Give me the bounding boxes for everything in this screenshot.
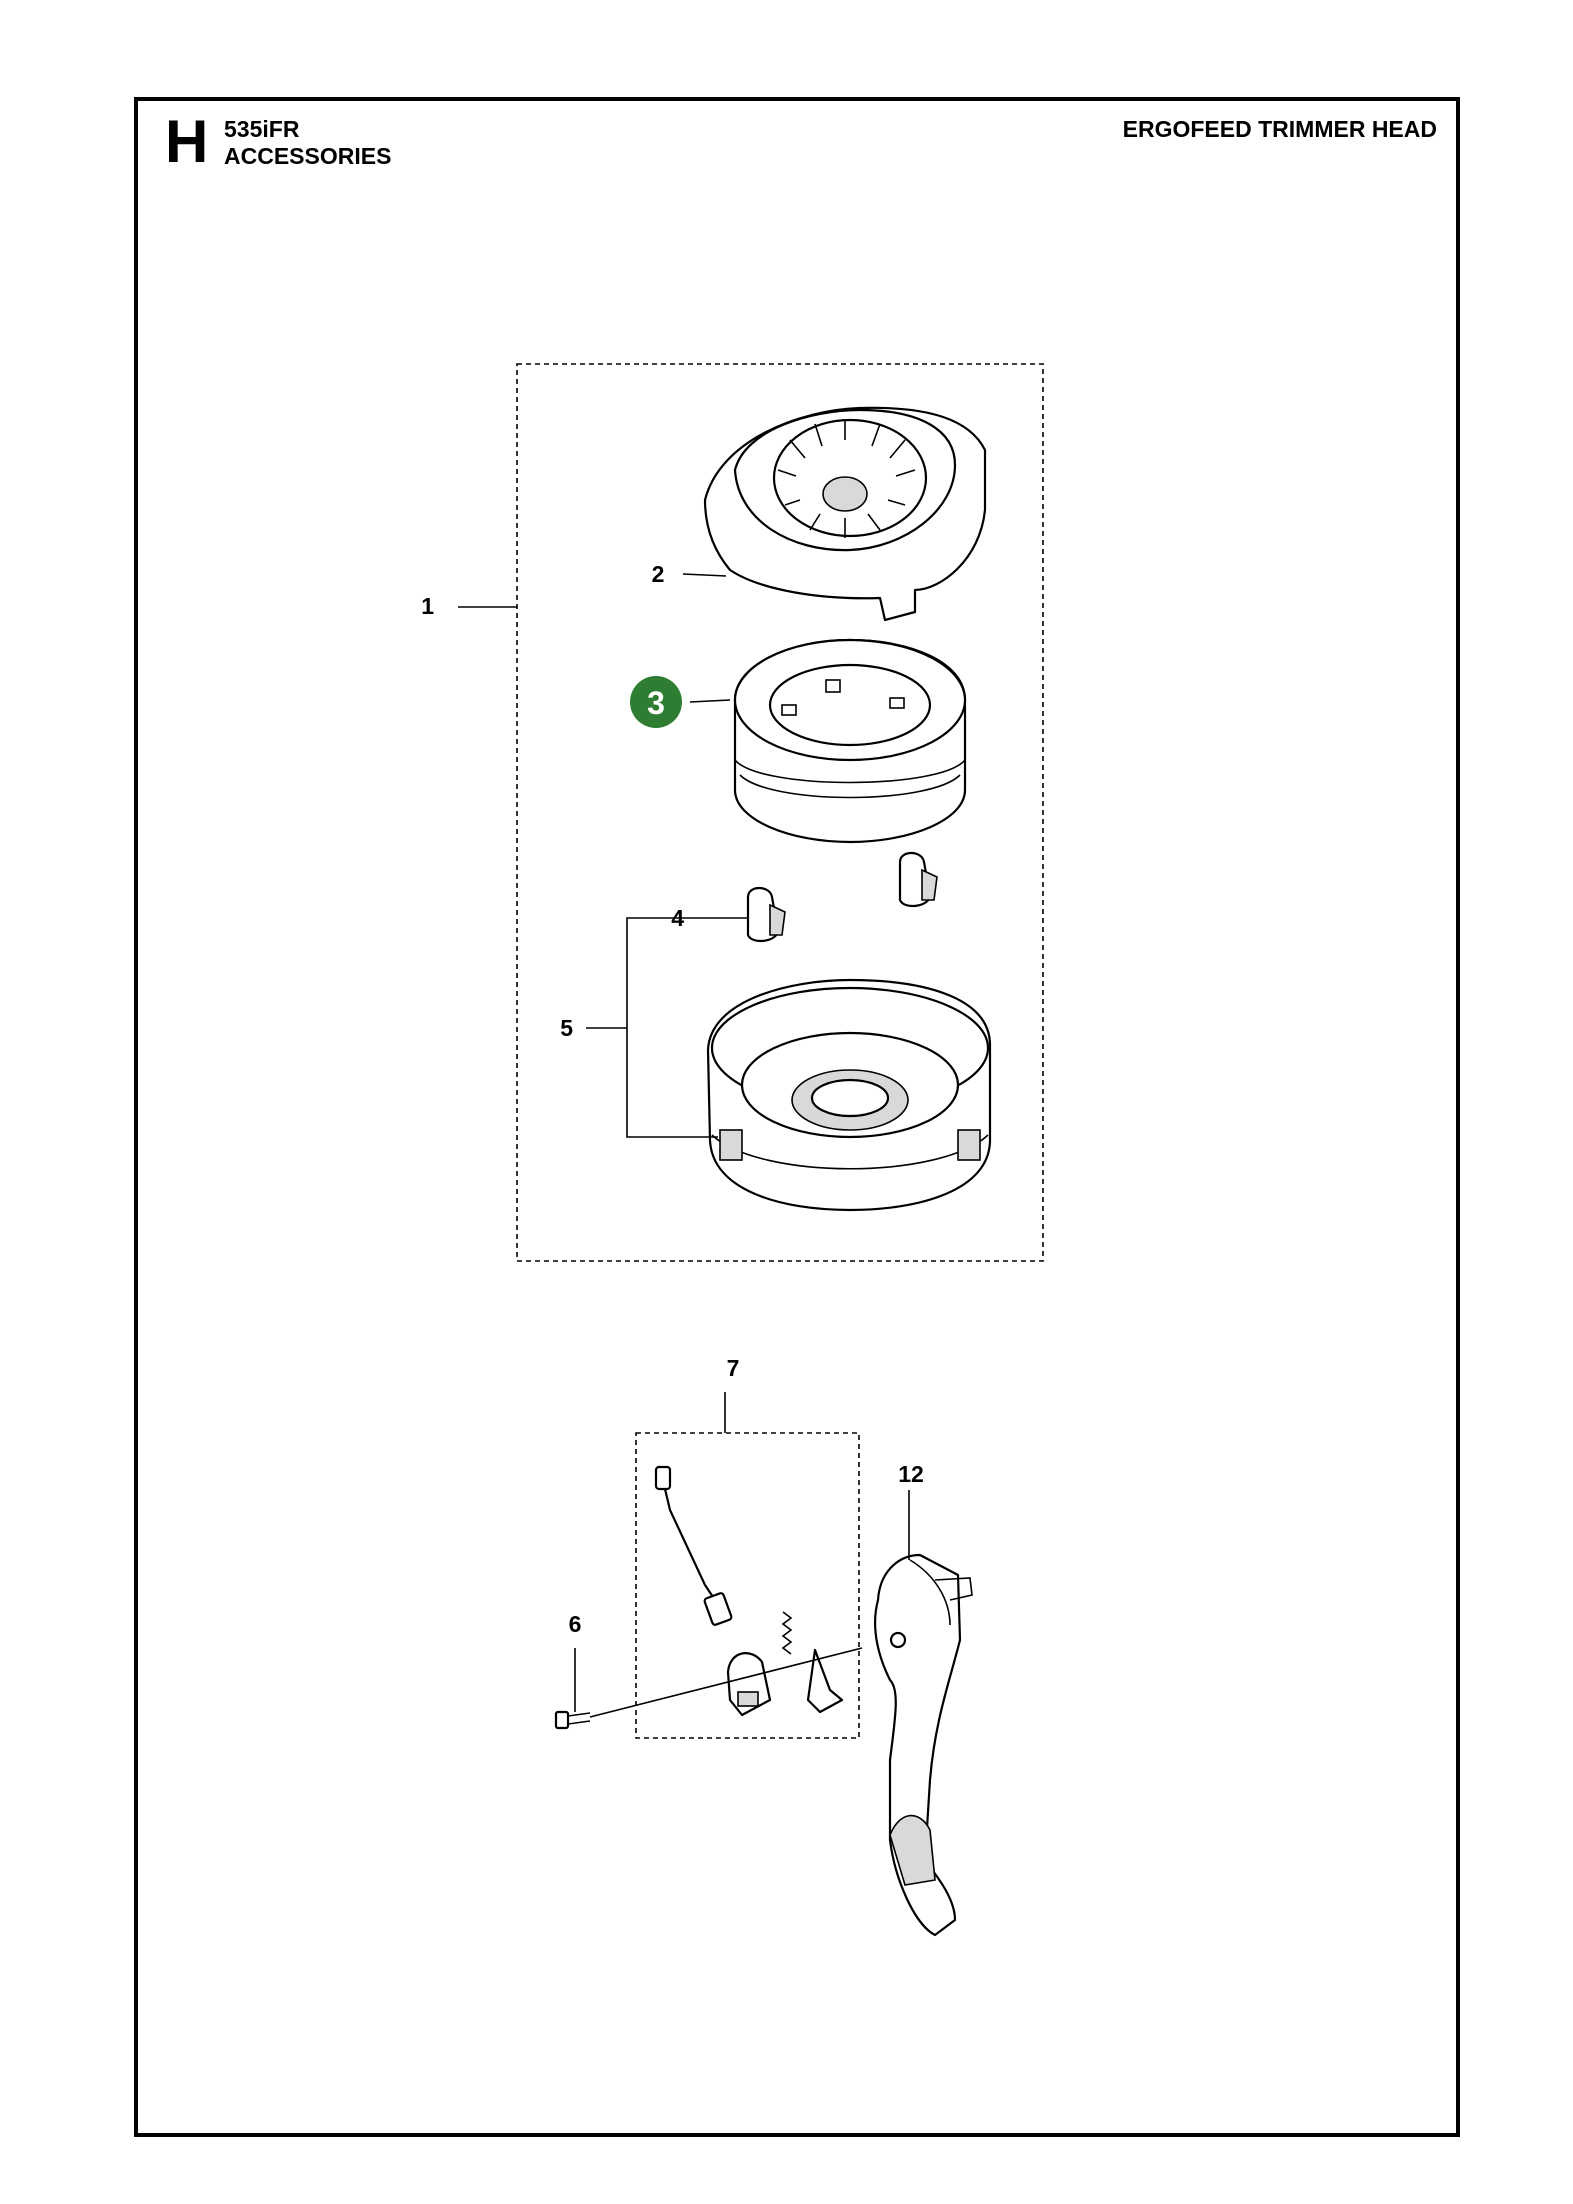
callout-6: 6 xyxy=(569,1611,582,1637)
model-block: 535iFR ACCESSORIES xyxy=(224,116,391,170)
callout-3-badge: 3 xyxy=(630,676,682,728)
section-letter: H xyxy=(165,108,209,175)
callout-5: 5 xyxy=(560,1015,573,1041)
part-screw[interactable] xyxy=(554,1710,591,1730)
callout-1: 1 xyxy=(421,593,434,619)
part-eyelet-right[interactable] xyxy=(898,851,938,908)
callout-12: 12 xyxy=(898,1461,924,1487)
part-trigger[interactable] xyxy=(806,1648,844,1714)
callout-2: 2 xyxy=(652,561,665,587)
part-lock-lever[interactable] xyxy=(726,1652,772,1717)
callout-4: 4 xyxy=(671,905,684,931)
page-frame xyxy=(134,97,1460,2137)
kit-boundary-7 xyxy=(635,1432,860,1739)
callout-7: 7 xyxy=(727,1355,740,1381)
part-cover[interactable] xyxy=(703,406,987,622)
callout-3: 3 xyxy=(647,685,665,721)
part-spring[interactable] xyxy=(781,1611,793,1655)
page-title: ERGOFEED TRIMMER HEAD xyxy=(1122,116,1437,142)
assembly-line-screw xyxy=(589,1647,863,1718)
part-spool[interactable] xyxy=(733,638,967,844)
part-handle[interactable] xyxy=(874,1553,973,1937)
part-throttle-cable[interactable] xyxy=(654,1465,733,1626)
kit-boundary-1 xyxy=(516,363,1044,1262)
leader-lines xyxy=(458,573,910,1712)
part-eyelet-left[interactable] xyxy=(746,886,786,943)
category-name: ACCESSORIES xyxy=(224,143,392,169)
part-housing[interactable] xyxy=(706,978,992,1212)
model-name: 535iFR xyxy=(224,116,300,142)
